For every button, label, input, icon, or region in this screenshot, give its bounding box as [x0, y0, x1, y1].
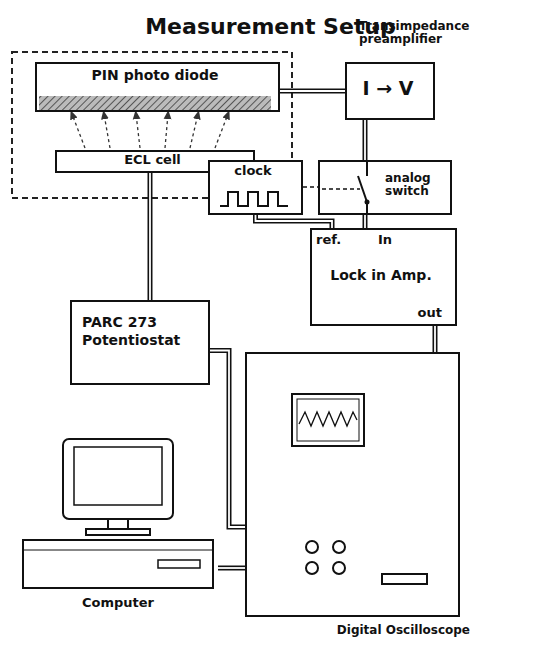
computer-icon: Computer	[18, 438, 218, 618]
cable-stroke	[363, 215, 368, 228]
node-label: Digital Oscilloscope	[337, 624, 470, 637]
photodiode-box: PIN photo diode	[35, 62, 275, 112]
light-rays	[72, 114, 228, 148]
cable-stroke	[433, 326, 438, 352]
diagram-title: Measurement Setup	[0, 14, 541, 39]
node-illustration	[18, 438, 218, 590]
signal-cable	[150, 173, 151, 300]
cable-core	[218, 567, 245, 569]
cable-core	[364, 215, 366, 228]
cable-stroke	[363, 120, 368, 160]
signal-cable	[365, 120, 366, 160]
node-label: ref.	[316, 233, 341, 247]
cable-stroke	[256, 215, 333, 228]
control-line	[303, 187, 318, 188]
node-outline	[245, 352, 460, 617]
clock-box: clock	[208, 160, 298, 215]
node-label: PARC 273 Potentiostat	[82, 314, 200, 349]
analog-switch-box: analog switch	[318, 160, 448, 215]
oscilloscope-box: Digital Oscilloscope	[245, 352, 470, 652]
cable-stroke	[280, 89, 345, 94]
cable-core	[280, 90, 345, 92]
lock-in-amplifier-box: ref. InLock in Amp. out	[310, 228, 452, 326]
signal-cable	[280, 91, 345, 92]
node-label: Lock in Amp.	[310, 268, 452, 283]
cable-core	[434, 326, 436, 352]
node-illustration	[247, 354, 458, 615]
node-label: I → V	[345, 78, 431, 99]
node-label: Computer	[18, 596, 218, 610]
signal-cable	[365, 215, 366, 228]
potentiostat-box: PARC 273 Potentiostat	[70, 300, 210, 385]
node-label: PIN photo diode	[35, 68, 275, 83]
node-outline	[18, 438, 218, 590]
node-label: out	[418, 306, 442, 320]
node-label: In	[378, 233, 392, 247]
signal-cable	[256, 215, 333, 228]
node-label: analog switch	[385, 172, 447, 198]
cable-core	[149, 173, 151, 300]
cable-stroke	[218, 566, 245, 571]
signal-cable	[218, 568, 245, 569]
node-label: clock	[208, 164, 298, 178]
cable-core	[256, 215, 333, 228]
cable-core	[364, 120, 366, 160]
signal-cable	[435, 326, 436, 352]
cable-stroke	[303, 186, 318, 188]
cable-stroke	[148, 173, 153, 300]
